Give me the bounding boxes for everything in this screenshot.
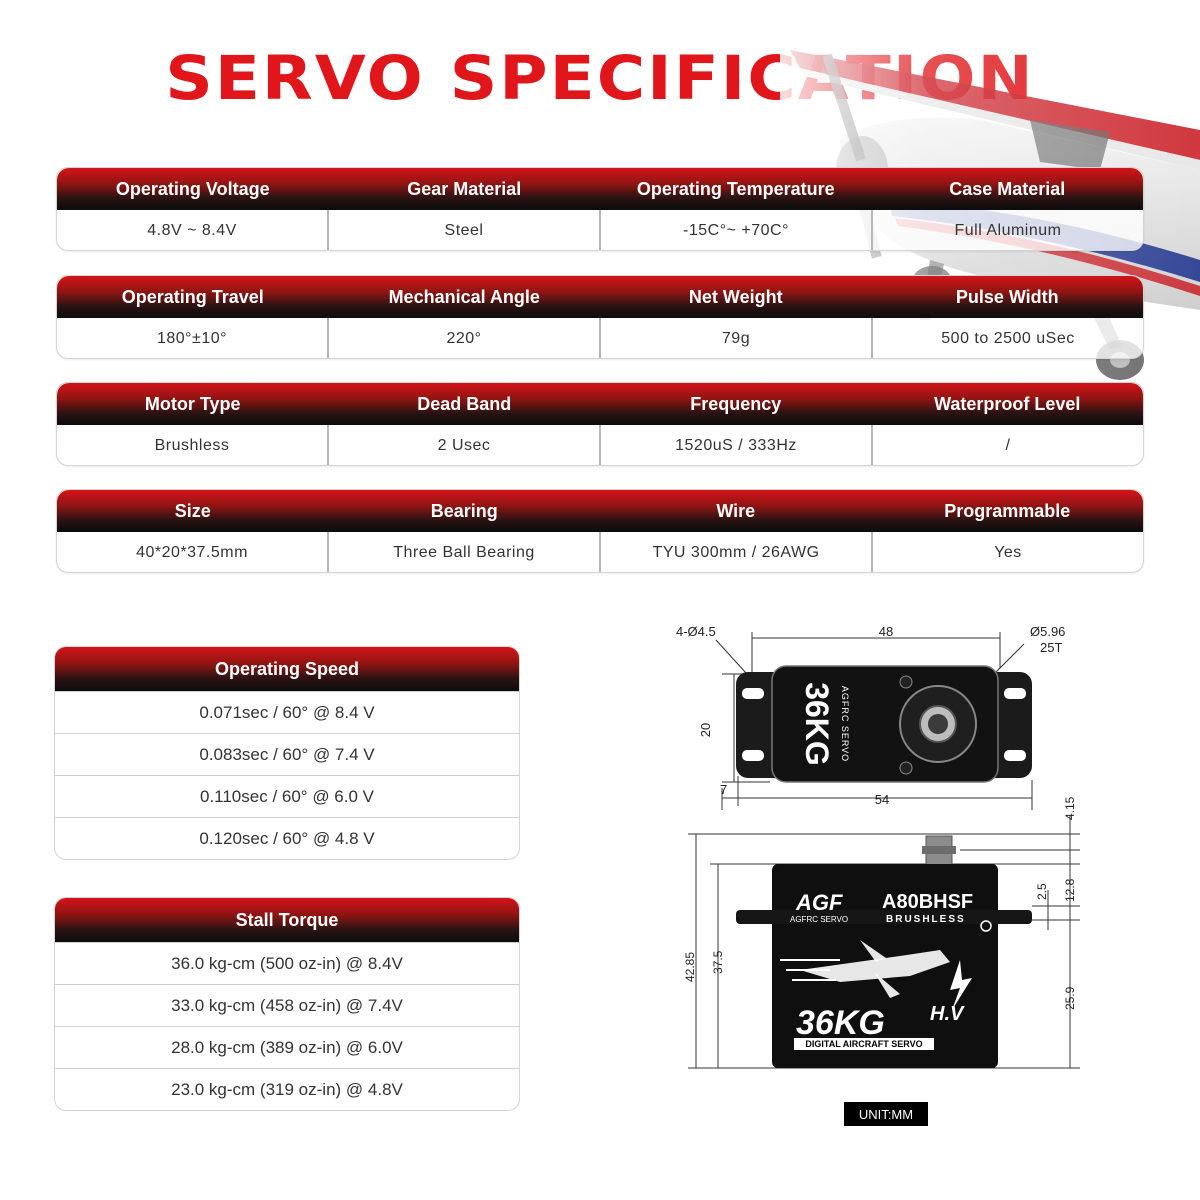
spec-header: Operating Travel	[121, 286, 264, 307]
overall-length-label: 54	[875, 792, 889, 807]
operating-speed-title: Operating Speed	[55, 647, 519, 691]
side-caption: DIGITAL AIRCRAFT SERVO	[805, 1039, 922, 1049]
spec-value: /	[1005, 437, 1011, 454]
spec-value: 4.8V ~ 8.4V	[57, 210, 329, 250]
spec-header: Pulse Width	[955, 286, 1059, 307]
spec-group-4: Size Bearing Wire Programmable 40*20*37.…	[56, 489, 1144, 573]
spec-header: Operating Temperature	[636, 178, 835, 199]
side-torque-mark: 36KG	[796, 1004, 885, 1042]
spec-header-row: Operating Voltage Gear Material Operatin…	[57, 168, 1143, 210]
spec-group-3: Motor Type Dead Band Frequency Waterproo…	[56, 382, 1144, 466]
spec-value: TYU 300mm / 26AWG	[601, 532, 873, 572]
spec-value-row: 180°±10° 220° 79g 500 to 2500 uSec	[57, 318, 1143, 358]
spec-value: 79g	[601, 318, 873, 358]
side-brand-text: AGFRC SERVO	[790, 915, 848, 924]
spec-header: Mechanical Angle	[388, 286, 540, 307]
spline-teeth-label: 25T	[1040, 640, 1062, 655]
spec-value: 500 to 2500 uSec	[941, 330, 1075, 347]
side-hv-mark: H.V	[930, 1003, 965, 1025]
stall-torque-table: Stall Torque 36.0 kg-cm (500 oz-in) @ 8.…	[54, 897, 520, 1111]
overall-height-label: 42.85	[683, 952, 697, 982]
spec-header: Gear Material	[407, 178, 522, 199]
torque-row: 36.0 kg-cm (500 oz-in) @ 8.4V	[55, 942, 519, 984]
spline-height-label: 4.15	[1063, 796, 1077, 820]
spec-value: Steel	[329, 210, 601, 250]
dim-12-8-label: 12.8	[1063, 878, 1077, 902]
spec-value-row: Brushless 2 Usec 1520uS / 333Hz /	[57, 425, 1143, 465]
side-brand-logo: AGF	[795, 890, 843, 915]
mount-holes-label: 4-Ø4.5	[676, 624, 716, 639]
spec-value-row: 40*20*37.5mm Three Ball Bearing TYU 300m…	[57, 532, 1143, 572]
lower-height-label: 25.9	[1063, 986, 1077, 1010]
speed-row: 0.120sec / 60° @ 4.8 V	[55, 817, 519, 859]
body-height-label: 37.5	[711, 950, 725, 974]
torque-row: 23.0 kg-cm (319 oz-in) @ 4.8V	[55, 1068, 519, 1110]
operating-speed-table: Operating Speed 0.071sec / 60° @ 8.4 V 0…	[54, 646, 520, 860]
spec-value-row: 4.8V ~ 8.4V Steel -15C°~ +70C° Full Alum…	[57, 210, 1143, 250]
top-body-text: 36KG	[799, 682, 835, 766]
speed-row: 0.083sec / 60° @ 7.4 V	[55, 733, 519, 775]
servo-side-view: AGF AGFRC SERVO A80BHSF BRUSHLESS 36KG H…	[683, 796, 1080, 1069]
spec-value: Three Ball Bearing	[329, 532, 601, 572]
spec-header: Case Material	[949, 178, 1066, 199]
spec-header: Motor Type	[144, 393, 241, 414]
unit-label: UNIT:MM	[844, 1102, 928, 1126]
spec-header: Frequency	[690, 393, 782, 414]
spec-header: Dead Band	[417, 393, 512, 414]
spec-group-2: Operating Travel Mechanical Angle Net We…	[56, 275, 1144, 359]
spec-header-row: Size Bearing Wire Programmable	[57, 490, 1143, 532]
spec-value: 220°	[329, 318, 601, 358]
speed-row: 0.071sec / 60° @ 8.4 V	[55, 691, 519, 733]
spec-header-row: Operating Travel Mechanical Angle Net We…	[57, 276, 1143, 318]
servo-top-view: 36KG AGFRC SERVO 4-Ø4.5 48 Ø5.96 25T 20 …	[676, 624, 1065, 810]
spec-value: Yes	[994, 544, 1022, 561]
spec-value: 180°±10°	[57, 318, 329, 358]
height-label: 20	[698, 723, 713, 737]
spec-header: Net Weight	[688, 286, 783, 307]
spec-value: -15C°~ +70C°	[601, 210, 873, 250]
top-brand-text: AGFRC SERVO	[840, 686, 850, 762]
torque-row: 28.0 kg-cm (389 oz-in) @ 6.0V	[55, 1026, 519, 1068]
dim-2-5-label: 2.5	[1035, 883, 1049, 900]
flange-label: 7	[720, 782, 727, 797]
speed-row: 0.110sec / 60° @ 6.0 V	[55, 775, 519, 817]
spec-header: Waterproof Level	[934, 393, 1081, 414]
spec-header: Operating Voltage	[115, 178, 270, 199]
spec-header: Bearing	[430, 500, 498, 521]
torque-row: 33.0 kg-cm (458 oz-in) @ 7.4V	[55, 984, 519, 1026]
spec-group-1: Operating Voltage Gear Material Operatin…	[56, 167, 1144, 251]
spec-header: Size	[174, 500, 211, 521]
spline-diameter-label: Ø5.96	[1030, 624, 1065, 639]
spec-value: 40*20*37.5mm	[57, 532, 329, 572]
spec-value: Full Aluminum	[954, 222, 1062, 239]
side-model-text: A80BHSF	[882, 891, 973, 913]
spec-value: 1520uS / 333Hz	[601, 425, 873, 465]
stall-torque-title: Stall Torque	[55, 898, 519, 942]
spec-header-row: Motor Type Dead Band Frequency Waterproo…	[57, 383, 1143, 425]
hole-spacing-label: 48	[879, 624, 893, 639]
spec-value: 2 Usec	[329, 425, 601, 465]
spec-value: Brushless	[57, 425, 329, 465]
spec-header: Programmable	[944, 500, 1071, 521]
side-model-sub: BRUSHLESS	[886, 914, 966, 925]
servo-dimension-diagram: 36KG AGFRC SERVO 4-Ø4.5 48 Ø5.96 25T 20 …	[676, 624, 1080, 1069]
spec-header: Wire	[716, 500, 756, 521]
aircraft-decal-icon	[780, 940, 972, 1010]
